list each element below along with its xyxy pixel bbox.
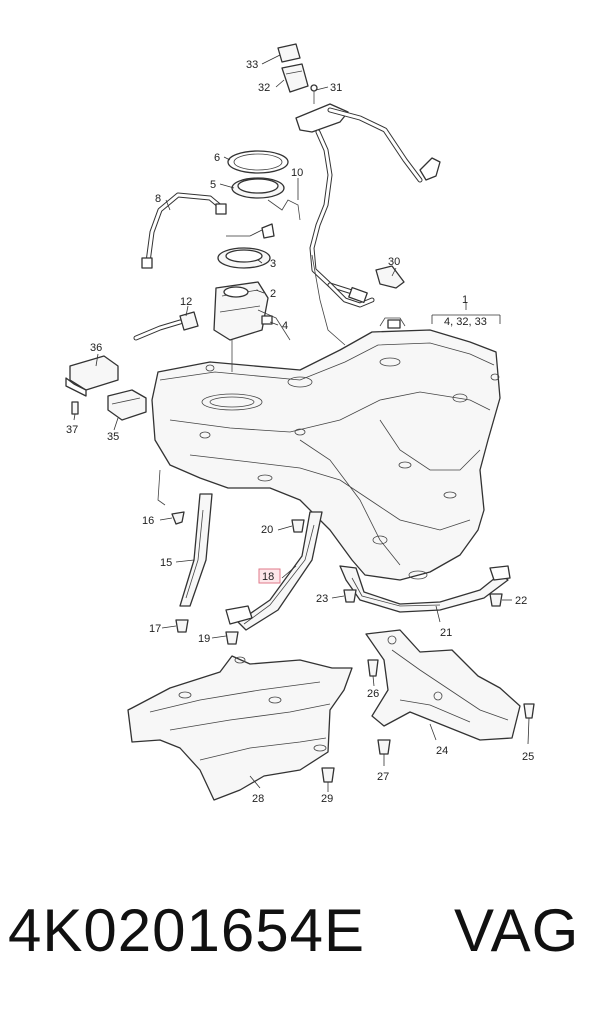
label-20: 20 xyxy=(261,524,273,536)
heat-shield-right xyxy=(365,629,521,741)
label-17: 17 xyxy=(149,623,161,635)
label-5: 5 xyxy=(210,179,216,191)
label-6: 6 xyxy=(214,152,220,164)
screws xyxy=(171,265,535,783)
label-1-parts: 4, 32, 33 xyxy=(444,316,487,328)
label-35: 35 xyxy=(107,431,119,443)
highlighted-part-box xyxy=(258,568,281,584)
fuel-line xyxy=(133,311,199,341)
label-21: 21 xyxy=(440,627,452,639)
label-8: 8 xyxy=(155,193,161,205)
label-10: 10 xyxy=(291,167,303,179)
label-19: 19 xyxy=(198,633,210,645)
breather-line xyxy=(141,192,227,269)
label-23: 23 xyxy=(316,593,328,605)
label-25: 25 xyxy=(522,751,534,763)
label-12: 12 xyxy=(180,296,192,308)
label-26: 26 xyxy=(367,688,379,700)
label-29: 29 xyxy=(321,793,333,805)
label-15: 15 xyxy=(160,557,172,569)
label-36: 36 xyxy=(90,342,102,354)
heat-shield-left xyxy=(127,655,353,801)
label-22: 22 xyxy=(515,595,527,607)
label-33: 33 xyxy=(246,59,258,71)
label-18: 18 xyxy=(262,571,274,583)
callout-labels: 33 32 31 6 5 10 8 3 2 4 12 30 1 4, 32, 3… xyxy=(66,59,534,805)
part-number: 4K0201654E xyxy=(8,897,365,964)
caption: 4K0201654E VAG xyxy=(0,888,600,988)
label-31: 31 xyxy=(330,82,342,94)
label-1: 1 xyxy=(462,294,468,306)
label-27: 27 xyxy=(377,771,389,783)
label-37: 37 xyxy=(66,424,78,436)
label-4: 4 xyxy=(282,320,288,332)
filler-neck xyxy=(295,103,441,346)
label-24: 24 xyxy=(436,745,448,757)
leader-lines xyxy=(73,54,530,792)
fuel-tank xyxy=(151,317,501,581)
control-unit-group xyxy=(65,355,147,421)
fuel-tank-exploded-diagram: 33 32 31 6 5 10 8 3 2 4 12 30 1 4, 32, 3… xyxy=(65,43,535,805)
filler-cap-assembly xyxy=(277,43,318,104)
fuel-pump-group xyxy=(213,150,301,372)
label-16: 16 xyxy=(142,515,154,527)
label-2: 2 xyxy=(270,288,276,300)
label-30: 30 xyxy=(388,256,400,268)
brand-name: VAG xyxy=(454,897,580,964)
label-3: 3 xyxy=(270,258,276,270)
label-32: 32 xyxy=(258,82,270,94)
label-28: 28 xyxy=(252,793,264,805)
